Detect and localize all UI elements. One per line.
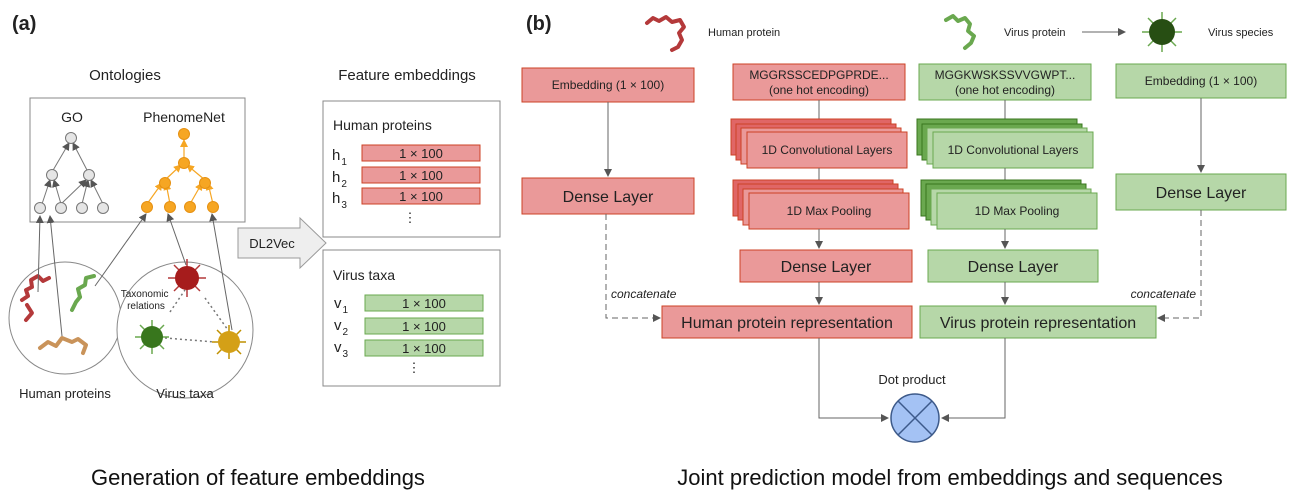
human-row-symbol: h3 xyxy=(332,190,347,211)
virus-protein-icon-label: Virus protein xyxy=(1004,27,1066,39)
panel-a-label: (a) xyxy=(12,13,36,35)
panel-b-caption: Joint prediction model from embeddings a… xyxy=(677,465,1222,490)
ontologies-title: Ontologies xyxy=(89,67,161,84)
virus-row-symbol: v2 xyxy=(334,317,349,338)
virus-seq-line1: MGGKWSKSSVVGWPT... xyxy=(935,68,1076,82)
human-protein-icon xyxy=(645,15,686,52)
dense-left-label: Dense Layer xyxy=(563,189,654,206)
dense-right-box xyxy=(1115,173,1287,211)
human-proteins-caption: Human proteins xyxy=(19,386,111,401)
arrow-virus-to-dot xyxy=(941,338,1006,422)
virus-species-icon-label: Virus species xyxy=(1208,27,1274,39)
feature-embeddings-title: Feature embeddings xyxy=(338,67,476,84)
virus-row-box xyxy=(364,294,484,312)
virus-row-symbol: v3 xyxy=(334,339,349,360)
embedding-left-box xyxy=(521,67,695,103)
pool-virus-label: 1D Max Pooling xyxy=(975,204,1060,218)
virus-gold xyxy=(212,325,246,359)
protein-squiggles xyxy=(20,274,96,355)
concat-left-arrow xyxy=(605,214,661,322)
human-row-box xyxy=(361,187,481,205)
pool-human-label: 1D Max Pooling xyxy=(787,204,872,218)
virus-row-box xyxy=(364,339,484,357)
human-ellipsis: ⋮ xyxy=(404,210,417,225)
virus-row-symbol: v1 xyxy=(334,295,349,316)
panel-a: (a) Ontologies Feature embeddings GO Phe… xyxy=(8,13,501,490)
human-seq-box xyxy=(732,63,906,101)
human-row-box-label: 1 × 100 xyxy=(399,146,443,161)
phenomenet-label: PhenomeNet xyxy=(143,109,225,125)
panel-a-caption: Generation of feature embeddings xyxy=(91,465,425,490)
virus-species-icon xyxy=(1142,12,1182,52)
dl2vec-label: DL2Vec xyxy=(249,236,295,251)
go-tree xyxy=(41,142,104,205)
human-rep-box xyxy=(661,305,913,339)
taxonomic-relations-label: Taxonomic relations xyxy=(121,289,172,312)
virus-embedding-rows: v1 1 × 100 v2 1 × 100 v3 1 × 100 ⋮ xyxy=(334,294,484,375)
dense-human-seq-box xyxy=(739,249,913,283)
virus-seq-box xyxy=(918,63,1092,101)
pool-virus-stack xyxy=(920,179,1098,230)
virus-ellipsis: ⋮ xyxy=(408,360,421,375)
dot-product-icon xyxy=(890,393,940,443)
human-row-box-label: 1 × 100 xyxy=(399,189,443,204)
virus-row-box-label: 1 × 100 xyxy=(402,341,446,356)
virus-seq-line2: (one hot encoding) xyxy=(955,83,1055,97)
pool-human-stack xyxy=(732,179,910,230)
virus-taxa-caption: Virus taxa xyxy=(156,386,214,401)
conv-virus-stack xyxy=(916,118,1094,169)
human-row-box xyxy=(361,144,481,162)
dense-human-seq-label: Dense Layer xyxy=(781,259,872,276)
virus-rep-box xyxy=(919,305,1157,339)
virus-rep-label: Virus protein representation xyxy=(940,315,1136,332)
embedding-right-label: Embedding (1 × 100) xyxy=(1145,74,1257,88)
phenomenet-nodes xyxy=(141,128,219,213)
human-row-box-label: 1 × 100 xyxy=(399,168,443,183)
human-protein-icon-label: Human protein xyxy=(708,27,780,39)
dense-virus-seq-label: Dense Layer xyxy=(968,259,1059,276)
panel-b: (b) Human protein Virus protein Virus sp… xyxy=(521,12,1287,490)
virus-green xyxy=(135,320,169,354)
embedding-left-label: Embedding (1 × 100) xyxy=(552,78,664,92)
virus-taxa-heading: Virus taxa xyxy=(333,267,395,283)
human-row-box xyxy=(361,166,481,184)
human-seq-line1: MGGRSSCEDPGPRDE... xyxy=(749,68,888,82)
dense-virus-seq-box xyxy=(927,249,1099,283)
virus-row-box xyxy=(364,317,484,335)
go-label: GO xyxy=(61,109,83,125)
conv-virus-label: 1D Convolutional Layers xyxy=(948,143,1079,157)
concatenate-left-label: concatenate xyxy=(611,287,677,301)
embedding-right-box xyxy=(1115,63,1287,99)
human-row-symbol: h1 xyxy=(332,147,347,168)
virus-protein-icon xyxy=(944,14,976,50)
human-row-symbol: h2 xyxy=(332,169,347,190)
virus-row-box-label: 1 × 100 xyxy=(402,296,446,311)
dense-right-label: Dense Layer xyxy=(1156,185,1247,202)
dot-product-label: Dot product xyxy=(878,372,946,387)
virus-row-box-label: 1 × 100 xyxy=(402,319,446,334)
ontologies-box xyxy=(29,97,246,223)
conv-human-label: 1D Convolutional Layers xyxy=(762,143,893,157)
human-embedding-rows: h1 1 × 100 h2 1 × 100 h3 1 × 100 ⋮ xyxy=(332,144,481,225)
human-rep-label: Human protein representation xyxy=(681,315,893,332)
human-proteins-heading: Human proteins xyxy=(333,117,432,133)
virus-red xyxy=(168,259,206,297)
go-nodes xyxy=(34,132,109,214)
human-seq-line2: (one hot encoding) xyxy=(769,83,869,97)
conv-human-stack xyxy=(730,118,908,169)
ontology-links xyxy=(35,213,233,337)
panel-b-label: (b) xyxy=(526,13,552,35)
taxonomic-links xyxy=(164,289,229,343)
dl2vec-arrow xyxy=(237,216,327,270)
concat-right-arrow xyxy=(1157,210,1202,322)
dense-left-box xyxy=(521,177,695,215)
concatenate-right-label: concatenate xyxy=(1131,287,1197,301)
arrow-human-to-dot xyxy=(818,338,889,422)
